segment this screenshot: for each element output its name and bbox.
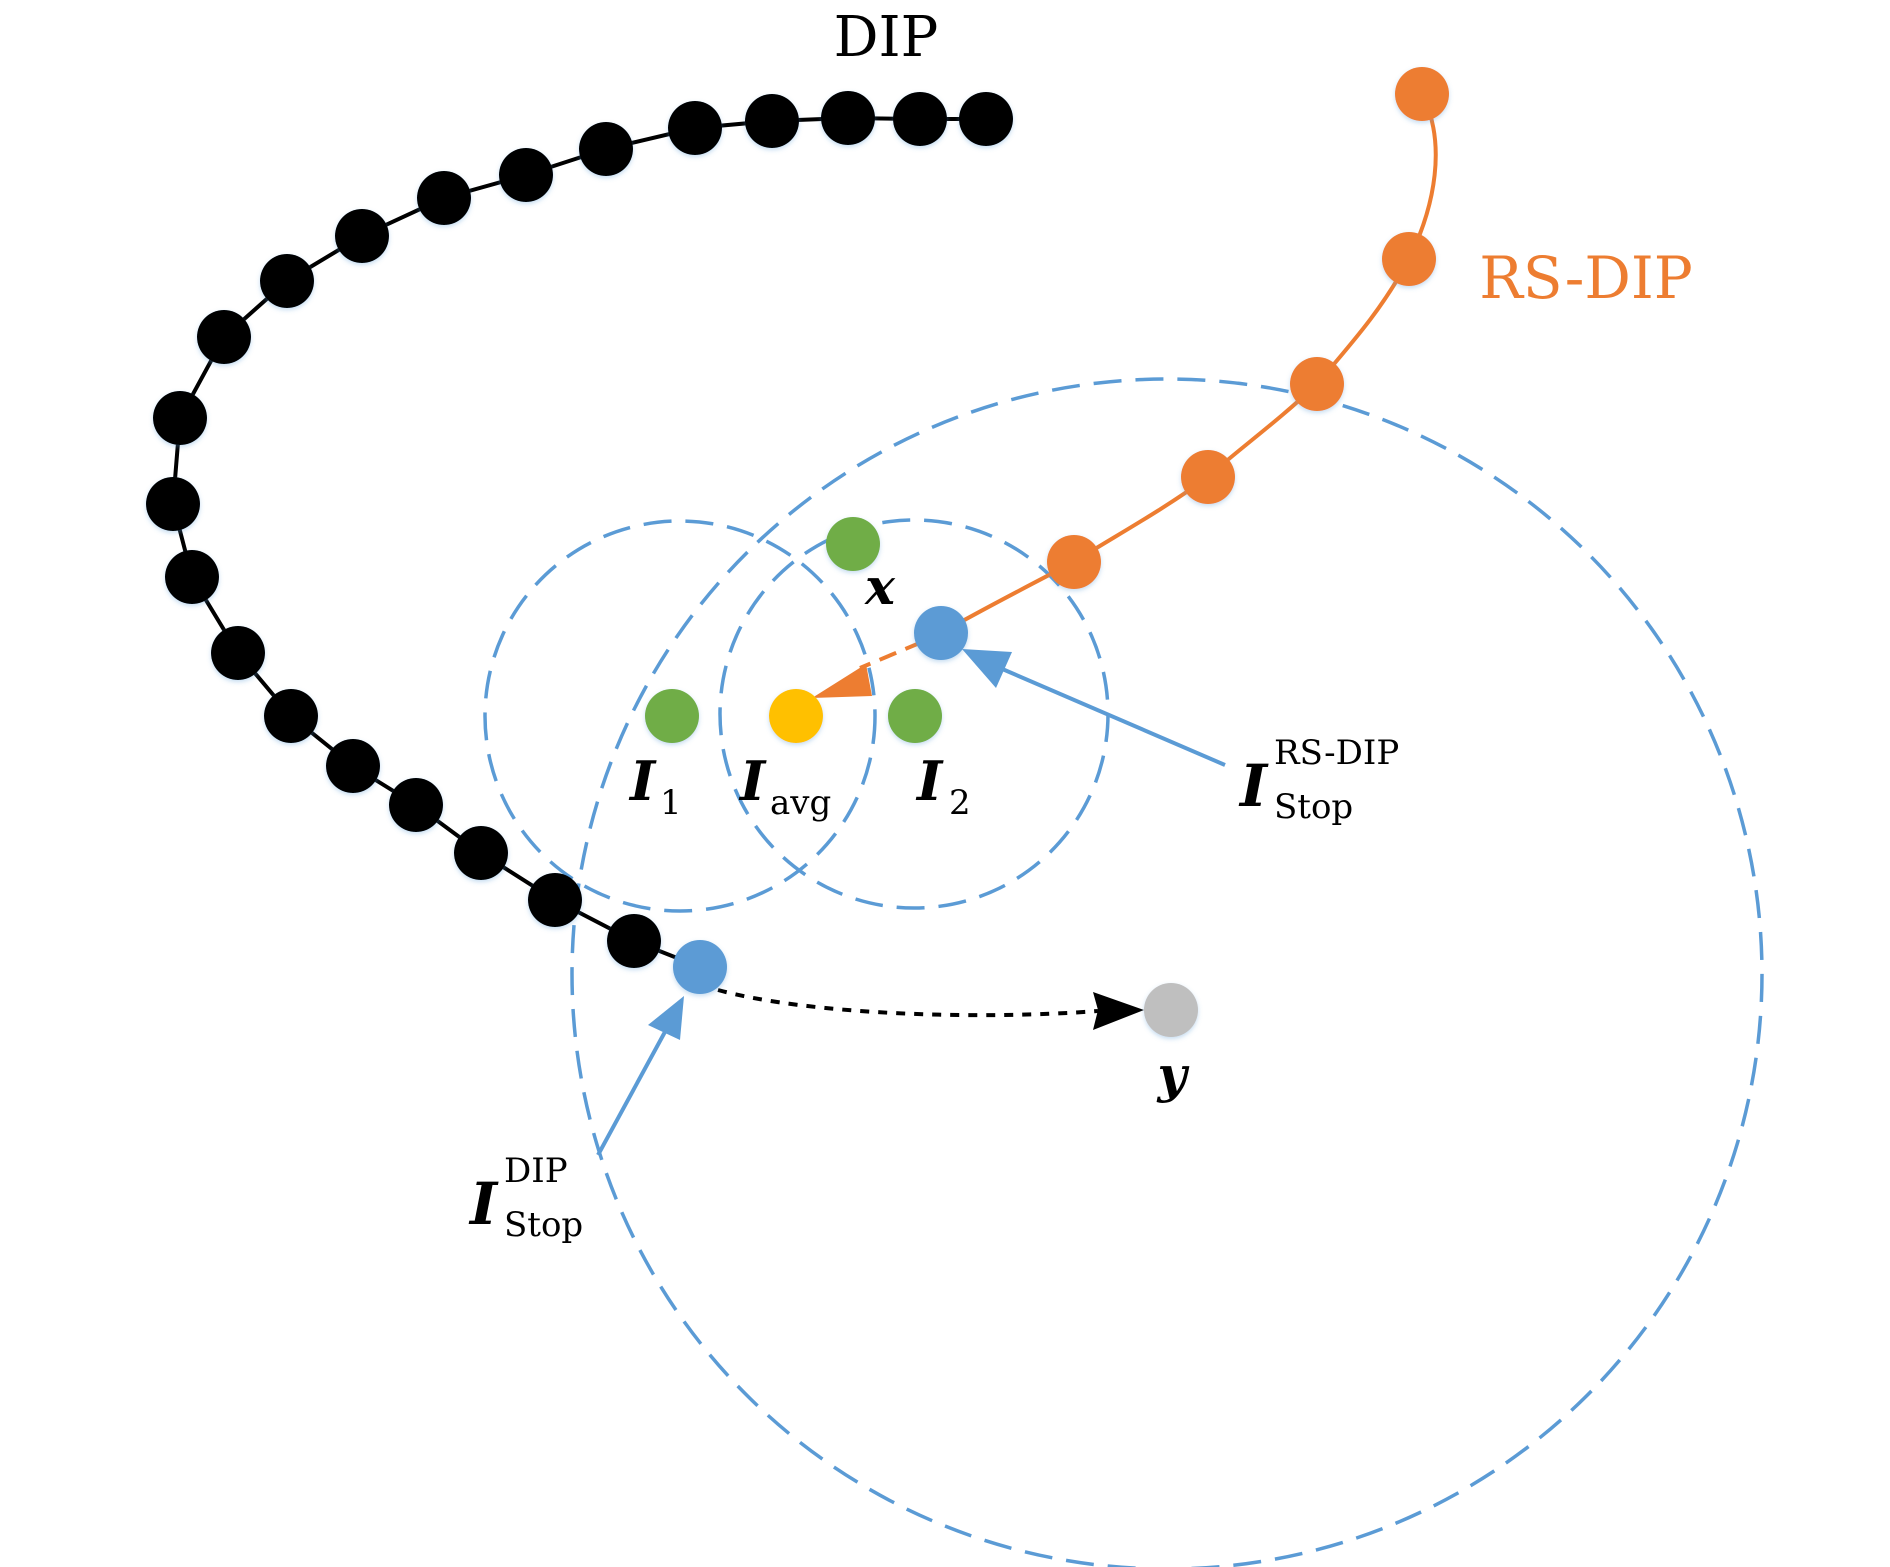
rsdip-title: RS-DIP	[1479, 244, 1693, 312]
svg-text:1: 1	[660, 783, 682, 823]
svg-text:I: I	[628, 749, 657, 813]
rsdip-arrowhead	[812, 664, 872, 698]
dip-iterate-dot	[499, 148, 553, 202]
circle-i1	[483, 519, 877, 913]
svg-text:2: 2	[949, 783, 971, 823]
label-i1: I 1	[628, 749, 682, 823]
label-i2: I 2	[915, 749, 971, 823]
dip-iterate-dot	[260, 254, 314, 308]
dip-iterate-dot	[335, 209, 389, 263]
svg-text:DIP: DIP	[504, 1151, 568, 1191]
label-y: y	[1156, 1045, 1189, 1104]
point-i2	[888, 689, 942, 743]
rsdip-iterate-dot	[1382, 232, 1436, 286]
svg-text:RS-DIP: RS-DIP	[1274, 733, 1399, 773]
svg-text:Stop: Stop	[504, 1205, 583, 1245]
label-stop-dip: I DIP Stop	[468, 1151, 583, 1245]
dip-iterate-dot	[607, 914, 661, 968]
dip-to-y-dotted-line	[717, 988, 1099, 1018]
stop-rsdip-pointer-line	[999, 666, 1226, 767]
dip-iterate-dot	[153, 391, 207, 445]
dip-iterate-dot	[579, 122, 633, 176]
dip-iterate-dot	[668, 101, 722, 155]
point-stop-dip	[673, 940, 727, 994]
dip-title: DIP	[834, 5, 939, 70]
dip-iterate-dot	[959, 92, 1013, 146]
svg-text:I: I	[738, 749, 767, 813]
point-iavg	[769, 689, 823, 743]
dip-iterate-dot	[454, 826, 508, 880]
stop-rsdip-pointer-head	[962, 649, 1012, 688]
rsdip-iterate-dot	[1395, 67, 1449, 121]
rsdip-iterate-dot	[1181, 450, 1235, 504]
dip-iterate-dot	[326, 739, 380, 793]
svg-text:I: I	[468, 1170, 499, 1238]
stop-dip-pointer-line	[596, 1029, 668, 1156]
rsdip-iterate-dot	[1047, 535, 1101, 589]
dip-iterate-dot	[197, 310, 251, 364]
dip-iterate-dot	[211, 626, 265, 680]
label-iavg: I avg	[738, 749, 831, 823]
dip-iterate-dot	[146, 477, 200, 531]
point-x	[826, 517, 880, 571]
rsdip-dashed-extension	[859, 640, 923, 670]
dip-iterate-dot	[165, 550, 219, 604]
y-arrowhead	[1093, 992, 1144, 1030]
dip-iterate-dot	[528, 873, 582, 927]
stop-dip-pointer-head	[648, 996, 684, 1040]
svg-text:avg: avg	[770, 783, 831, 823]
circle-large	[570, 377, 1764, 1567]
dip-iterate-dot	[893, 92, 947, 146]
dip-iterate-dot	[417, 171, 471, 225]
rsdip-trajectory-line	[940, 93, 1438, 635]
label-stop-rsdip: I RS-DIP Stop	[1238, 733, 1399, 827]
svg-text:I: I	[915, 749, 944, 813]
point-stop-rsdip	[914, 606, 968, 660]
dip-iterate-dot	[821, 91, 875, 145]
rsdip-iterate-dot	[1290, 357, 1344, 411]
svg-text:I: I	[1238, 752, 1269, 820]
label-x: x	[864, 557, 896, 616]
point-i1	[645, 689, 699, 743]
dip-iterate-dot	[264, 689, 318, 743]
dip-trajectory-line	[170, 115, 986, 969]
point-y	[1144, 983, 1198, 1037]
svg-text:Stop: Stop	[1274, 787, 1353, 827]
dip-iterate-dot	[745, 94, 799, 148]
dip-iterate-dot	[389, 778, 443, 832]
rsdip-dots	[1047, 67, 1449, 589]
dip-dots	[146, 91, 1013, 968]
